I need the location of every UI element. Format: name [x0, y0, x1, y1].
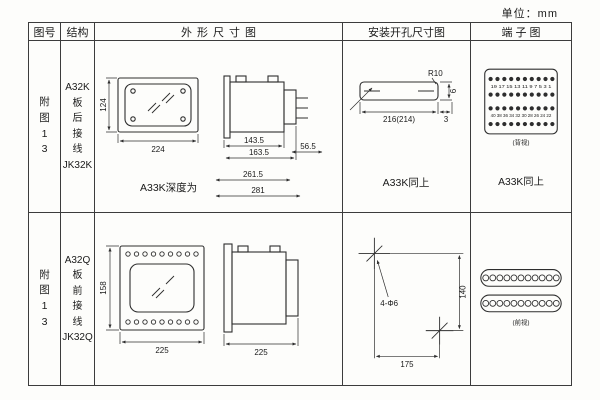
outline-cell-a32q: 158 225 225: [95, 213, 343, 385]
spec-table: 图号 结构 外形尺寸图 安装开孔尺寸图 端子图 附 图 1 3 A32K 板 后…: [28, 22, 572, 386]
terminal-cell-a32q: (前视): [471, 213, 571, 385]
screw-dot-row: [124, 251, 199, 257]
view-caption: (前视): [513, 317, 530, 326]
holes-label: 4-Φ6: [380, 299, 398, 308]
header-mounting: 安装开孔尺寸图: [343, 23, 471, 41]
terminal-dot-row: [488, 121, 555, 126]
structure-row1: A32K 板 后 接 线 JK32K: [61, 41, 95, 213]
dim-175: 175: [373, 269, 440, 369]
terminal-dot-row: [482, 300, 560, 307]
dim-140: 140: [389, 253, 467, 331]
dim-163-5: 163.5: [225, 125, 296, 160]
terminal-drawing-a32k: 19 17 15 13 11 9 7 5 3 1 40 38 36 34 32 …: [484, 68, 558, 187]
side-view-a32q: [222, 243, 299, 333]
dimension-label: 163.5: [248, 148, 269, 157]
dim-124: 124: [99, 77, 117, 132]
terminal-cell-a32k: 19 17 15 13 11 9 7 5 3 1 40 38 36 34 32 …: [471, 41, 571, 213]
cutout-shape: [349, 80, 439, 110]
structure-row2: A32Q 板 前 接 线 JK32Q: [61, 213, 95, 385]
same-as-above-note: A33K同上: [498, 175, 544, 187]
dimension-label: 224: [151, 145, 165, 154]
dim-143-5: 143.5: [223, 125, 284, 148]
outline-drawing-a32q: 158 225 225: [99, 243, 299, 357]
figure-no-row2: 附 图 1 3: [29, 213, 61, 385]
terminal-drawing-a32q: (前视): [480, 269, 562, 326]
radius-label: R10: [428, 69, 443, 78]
dimension-label: 56.5: [300, 142, 316, 151]
mounting-cell-a32q: 4-Φ6 140 175: [343, 213, 471, 385]
terminal-pins: [295, 97, 308, 118]
dimension-label: 225: [254, 348, 268, 357]
hole-center-marks: [358, 237, 453, 345]
front-view-a32k: [116, 76, 199, 133]
dimension-label: 261.5: [242, 170, 263, 179]
terminal-strip: [480, 294, 562, 313]
terminal-numbers: 40 38 36 34 32 30 28 26 24 22: [491, 113, 552, 118]
terminal-block-outline: [484, 68, 558, 134]
dimension-label: 140: [458, 285, 467, 299]
dimension-label: 175: [400, 360, 414, 369]
terminal-dot-row: [488, 92, 555, 97]
front-view-a32q: [118, 245, 205, 331]
mounting-drawing-a32q: 4-Φ6 140 175: [358, 237, 467, 369]
dimension-label: 158: [99, 281, 108, 295]
header-figure-no: 图号: [29, 23, 61, 41]
radius-callout: R10: [428, 69, 443, 84]
dimension-label: 6: [449, 88, 458, 93]
header-structure: 结构: [61, 23, 95, 41]
dimension-label: 143.5: [243, 136, 264, 145]
screw-dot-row: [124, 319, 199, 325]
depth-note-a33k: A33K深度为 261.5 281: [140, 170, 300, 198]
dimension-label: 281: [251, 186, 265, 195]
hatch-marks: [147, 92, 174, 113]
terminal-dot-row: [488, 105, 555, 110]
mounting-drawing-a32k: R10 6 216(214) 3 A33K同上: [349, 69, 458, 189]
figure-no-row1: 附 图 1 3: [29, 41, 61, 213]
note-text: A33K深度为: [140, 181, 197, 194]
dim-225-front: 225: [119, 332, 204, 355]
dimension-label: 3: [443, 115, 448, 124]
terminal-strip: [480, 269, 562, 287]
header-outline: 外形尺寸图: [95, 23, 343, 41]
terminal-numbers: 19 17 15 13 11 9 7 5 3 1: [491, 83, 553, 88]
holes-callout: 4-Φ6: [376, 260, 398, 308]
dim-216: 216(214) 3: [359, 101, 452, 124]
terminal-dot-row: [488, 76, 555, 81]
unit-label: 单位：mm: [501, 8, 558, 20]
terminal-dot-row: [482, 274, 560, 282]
outline-drawing-a32k: 124 224 143.5: [99, 74, 322, 198]
header-terminal: 端子图: [471, 23, 571, 41]
side-view-a32k: [222, 74, 308, 139]
dimension-label: 225: [155, 346, 169, 355]
same-as-above-note: A33K同上: [382, 177, 429, 189]
outline-cell-a32k: 124 224 143.5: [95, 41, 343, 213]
mounting-cell-a32k: R10 6 216(214) 3 A33K同上: [343, 41, 471, 213]
dim-56-5: 56.5: [291, 142, 322, 154]
dim-6: 6: [439, 81, 458, 100]
dimension-label: 124: [99, 97, 108, 111]
dimension-label: 216(214): [382, 115, 414, 124]
dim-224: 224: [117, 133, 198, 154]
hatch-marks: [151, 275, 174, 299]
view-caption: (背视): [513, 137, 530, 146]
dim-225-side: 225: [223, 318, 298, 357]
dim-158: 158: [99, 245, 119, 331]
